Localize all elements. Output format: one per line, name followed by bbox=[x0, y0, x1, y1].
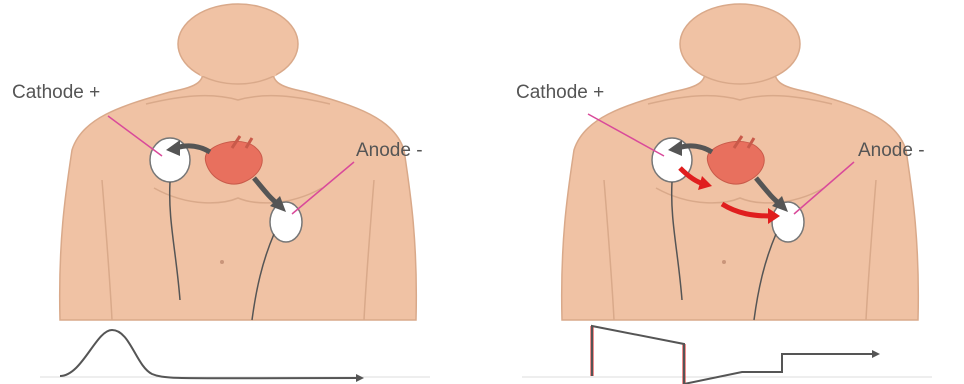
monophasic-figure: Cathode + Anode - bbox=[0, 0, 482, 384]
anode-label: Anode - bbox=[356, 140, 423, 161]
monophasic-waveform bbox=[40, 330, 430, 382]
biphasic-figure: Cathode + Anode - bbox=[482, 0, 964, 384]
cathode-label: Cathode + bbox=[12, 82, 100, 103]
biphasic-panel: Cathode + Anode - bbox=[482, 0, 964, 384]
biphasic-waveform bbox=[522, 326, 932, 384]
anode-label: Anode - bbox=[858, 140, 925, 161]
monophasic-panel: Cathode + Anode - bbox=[0, 0, 482, 384]
cathode-label: Cathode + bbox=[516, 82, 604, 103]
